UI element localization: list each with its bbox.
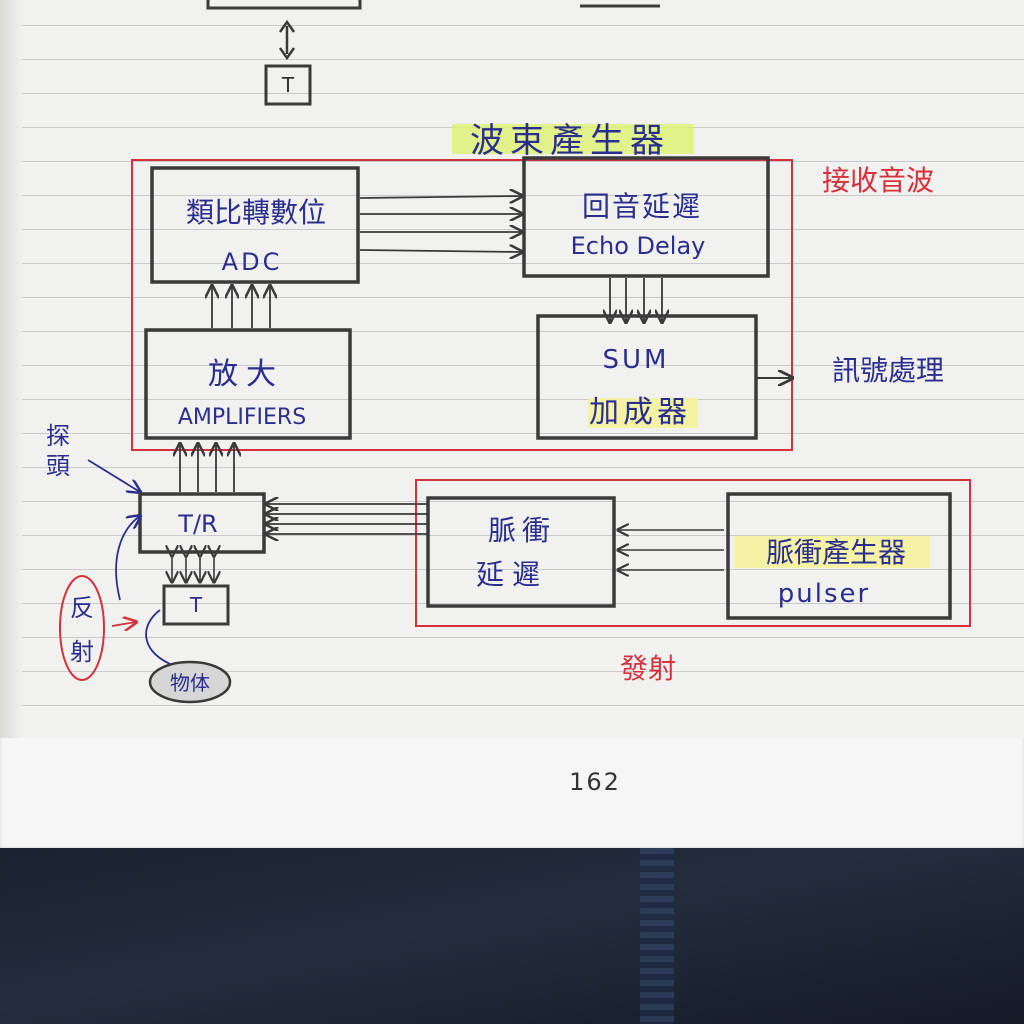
top-t-box — [264, 64, 312, 106]
receive-frame — [131, 159, 793, 451]
reflect-path-upper — [115, 516, 140, 601]
probe-pointer — [87, 459, 140, 492]
amplifiers-label-zh: 放大 — [208, 357, 284, 392]
tr-box-label: T/R — [177, 510, 217, 538]
page-edge — [0, 0, 22, 740]
title-highlight — [452, 124, 694, 154]
pulse-delay-line2: 延遲 — [476, 558, 548, 591]
probe-label-bottom: 頭 — [46, 452, 70, 480]
beamformer-title: 波束產生器 — [470, 121, 670, 161]
sum-label-zh: 加成器 — [589, 395, 691, 430]
beamformer-diagram: T 波束產生器 接收音波 類比轉數位 ADC 回音延遲 Echo Delay 放… — [46, 0, 971, 704]
signal-processing-label: 訊號處理 — [832, 354, 944, 387]
transmit-label: 發射 — [620, 652, 676, 685]
object-ellipse — [148, 660, 232, 704]
pulser-box — [726, 492, 952, 620]
pulse-delay-box — [426, 496, 616, 608]
reflect-ellipse — [59, 575, 105, 681]
reflect-label-top: 反 — [70, 594, 94, 622]
echo-delay-to-sum-arrows — [610, 278, 662, 322]
reflect-path-lower — [145, 609, 171, 665]
amplifiers-label-en: AMPLIFIERS — [178, 405, 306, 430]
echo-delay-label-zh: 回音延遲 — [582, 190, 702, 223]
lower-page — [0, 738, 1024, 850]
page-number: 162 — [569, 768, 621, 796]
probe-label-top: 探 — [46, 422, 70, 450]
top-t-box-label: T — [281, 73, 295, 97]
reflect-label-bottom: 射 — [70, 638, 94, 666]
tr-to-transducer-arrows — [172, 556, 214, 582]
pulse-delay-to-tr-arrows — [266, 504, 428, 534]
vertical-double-arrow — [278, 19, 296, 61]
transmit-frame — [415, 479, 971, 627]
echo-delay-box — [522, 156, 770, 278]
adc-label-zh: 類比轉數位 — [186, 196, 326, 229]
adc-to-echo-delay-arrows — [359, 196, 522, 252]
receive-label: 接收音波 — [822, 164, 934, 197]
echo-delay-label-en: Echo Delay — [571, 232, 706, 260]
top-box-fragment-left — [206, 0, 362, 10]
pulser-highlight — [734, 536, 930, 568]
amplifiers-to-adc-arrows — [212, 286, 270, 328]
amplifiers-box — [144, 328, 352, 440]
pulse-delay-line1: 脈衝 — [488, 514, 556, 547]
object-label: 物体 — [170, 671, 210, 695]
transducer-box-label: T — [189, 593, 203, 617]
adc-box — [150, 166, 360, 284]
pulser-label-en: pulser — [778, 579, 870, 609]
adc-label-en: ADC — [222, 248, 283, 276]
sum-label-en: SUM — [603, 345, 670, 375]
transducer-box — [162, 584, 230, 626]
reflect-arrow — [111, 622, 136, 626]
pulser-label-zh: 脈衝產生器 — [766, 536, 906, 569]
zipper — [640, 848, 674, 1024]
pulser-to-pulse-delay-arrows — [618, 530, 724, 570]
tr-to-amplifiers-arrows — [180, 444, 234, 492]
notebook-page — [0, 0, 1024, 740]
sum-highlight — [588, 398, 698, 428]
fabric-background — [0, 848, 1024, 1024]
